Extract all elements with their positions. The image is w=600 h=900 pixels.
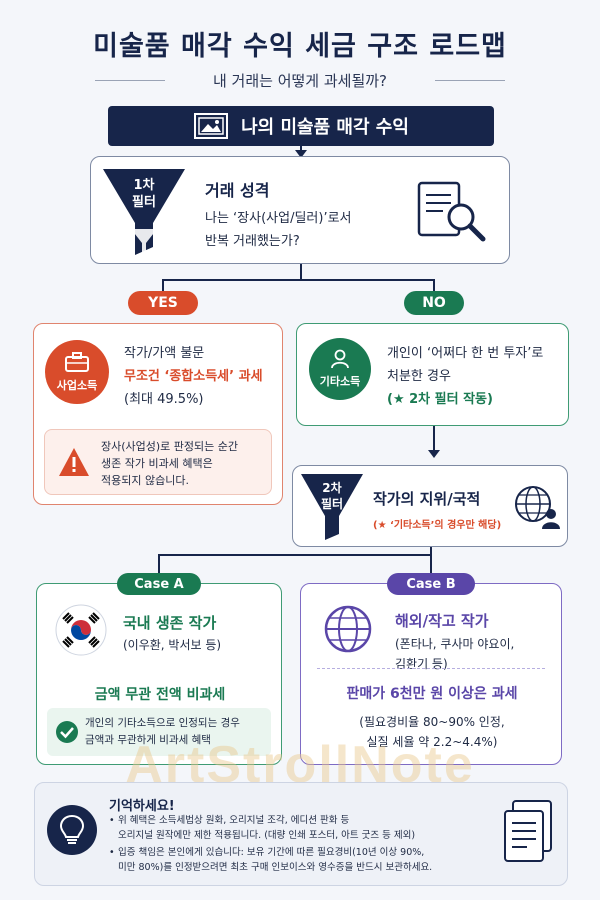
filter2-badge-line2: 필터 <box>320 497 344 511</box>
business-income-line1: 작가/가액 불문 <box>124 346 205 361</box>
filter2-badge: 2차 필터 <box>306 480 358 512</box>
case-b-examples-line2: 김환기 등) <box>395 657 448 671</box>
connector <box>300 146 302 152</box>
business-income-text: 작가/가액 불문 무조건 ‘종합소득세’ 과세 (최대 49.5%) <box>124 342 263 411</box>
filter1-card: 1차 필터 거래 성격 나는 ‘장사(사업/딜러)’로서 반복 거래했는가? <box>90 156 510 264</box>
case-a-title: 국내 생존 작가 <box>123 614 217 632</box>
warning-line3: 적용되지 않습니다. <box>101 474 189 487</box>
other-income-line2: 처분한 경우 <box>387 369 451 384</box>
lightbulb-icon <box>59 814 85 844</box>
filter2-card: 2차 필터 작가의 지위/국적 (★ ‘기타소득’의 경우만 해당) <box>292 465 568 547</box>
reminder-item-2-line2: 미만 80%)를 인정받으려면 최초 구매 인보이스와 영수증을 반드시 보관하… <box>118 862 433 873</box>
business-income-badge: 사업소득 <box>45 340 109 404</box>
filter1-question-line2: 반복 거래했는가? <box>205 234 300 249</box>
filter2-note: (★ ‘기타소득’의 경우만 해당) <box>373 520 502 531</box>
connector <box>158 554 432 556</box>
globe-person-icon <box>515 486 560 529</box>
case-b-detail-line1: (필요경비율 80~90% 인정, <box>359 715 505 729</box>
connector <box>163 279 435 281</box>
case-b-examples: (폰타나, 쿠사마 야요이, 김환기 등) <box>395 634 514 674</box>
case-a-card: 국내 생존 작가 (이우환, 박서보 등) 금액 무관 전액 비과세 개인의 기… <box>36 583 282 765</box>
korea-flag-icon <box>55 604 107 656</box>
reminder-item-2-line1: 입증 책임은 본인에게 있습니다: 보유 기간에 따른 필요경비(10년 이상 … <box>118 847 425 858</box>
case-b-divider <box>317 668 545 669</box>
case-a-headline: 금액 무관 전액 비과세 <box>94 687 226 703</box>
page-title: 미술품 매각 수익 세금 구조 로드맵 <box>93 31 507 62</box>
picture-icon <box>194 113 229 139</box>
case-a-note-box: 개인의 기타소득으로 인정되는 경우 금액과 무관하게 비과세 혜택 <box>47 708 271 756</box>
business-income-line3: (최대 49.5%) <box>124 392 204 407</box>
other-income-label: 기타소득 <box>319 375 361 388</box>
reminder-item-1-line2: 오리지널 원작에만 제한 적용됩니다. (대량 인쇄 포스터, 아트 굿즈 등 … <box>118 830 416 841</box>
hero-label: 나의 미술품 매각 수익 <box>241 117 409 138</box>
connector <box>162 279 164 291</box>
filter1-question: 나는 ‘장사(사업/딜러)’로서 반복 거래했는가? <box>205 207 352 253</box>
briefcase-icon <box>65 352 89 372</box>
subtitle-divider-left <box>95 80 165 81</box>
case-b-title: 해외/작고 작가 <box>395 612 489 630</box>
filter1-badge-line2: 필터 <box>132 195 156 210</box>
connector <box>433 279 435 291</box>
connector <box>430 547 432 555</box>
reminder-list: 위 혜택은 소득세법상 원화, 오리지널 조각, 에디션 판화 등 오리지널 원… <box>109 813 489 875</box>
other-income-text: 개인이 ‘어쩌다 한 번 투자’로 처분한 경우 (★ 2차 필터 작동) <box>387 342 543 411</box>
connector <box>433 426 435 452</box>
check-icon <box>56 721 78 743</box>
filter2-title: 작가의 지위/국적 <box>373 490 481 508</box>
other-income-badge: 기타소득 <box>309 338 371 400</box>
subtitle-divider-right <box>435 80 505 81</box>
reminder-item-1-line1: 위 혜택은 소득세법상 원화, 오리지널 조각, 에디션 판화 등 <box>118 815 350 826</box>
case-a-note-line1: 개인의 기타소득으로 인정되는 경우 <box>85 717 240 729</box>
lightbulb-badge <box>47 805 97 855</box>
business-income-card: 사업소득 작가/가액 불문 무조건 ‘종합소득세’ 과세 (최대 49.5%) … <box>33 323 283 505</box>
reminder-title: 기억하세요! <box>109 799 175 814</box>
connector <box>300 264 302 280</box>
funnel-icon <box>103 169 185 255</box>
case-b-headline: 판매가 6천만 원 이상은 과세 <box>346 686 518 702</box>
hero-banner: 나의 미술품 매각 수익 <box>108 106 494 146</box>
warning-line1: 장사(사업성)로 판정되는 순간 <box>101 440 239 453</box>
filter2-badge-line1: 2차 <box>322 481 342 495</box>
warning-box: 장사(사업성)로 판정되는 순간 생존 작가 비과세 혜택은 적용되지 않습니다… <box>44 429 272 495</box>
filter1-badge: 1차 필터 <box>115 177 173 211</box>
case-b-card: 해외/작고 작가 (폰타나, 쿠사마 야요이, 김환기 등) 판매가 6천만 원… <box>300 583 562 765</box>
case-a-note: 개인의 기타소득으로 인정되는 경우 금액과 무관하게 비과세 혜택 <box>85 715 240 749</box>
filter1-title: 거래 성격 <box>205 181 270 200</box>
subtitle-row: 내 거래는 어떻게 과세될까? <box>95 70 505 90</box>
reminder-box: 기억하세요! 위 혜택은 소득세법상 원화, 오리지널 조각, 에디션 판화 등… <box>34 782 568 886</box>
other-income-card: 기타소득 개인이 ‘어쩌다 한 번 투자’로 처분한 경우 (★ 2차 필터 작… <box>296 323 569 426</box>
arrow-down-icon <box>295 150 307 158</box>
page-subtitle: 내 거래는 어떻게 과세될까? <box>212 72 388 90</box>
reminder-item: 입증 책임은 본인에게 있습니다: 보유 기간에 따른 필요경비(10년 이상 … <box>109 845 489 875</box>
document-search-icon <box>417 181 486 242</box>
connector <box>430 554 432 574</box>
yes-badge: YES <box>128 291 198 315</box>
warning-icon <box>59 448 89 476</box>
case-b-detail-line2: 실질 세율 약 2.2~4.4%) <box>366 735 498 749</box>
business-income-label: 사업소득 <box>56 379 98 392</box>
warning-line2: 생존 작가 비과세 혜택은 <box>101 457 213 470</box>
person-icon <box>331 349 349 369</box>
filter1-question-line1: 나는 ‘장사(사업/딜러)’로서 <box>205 211 352 226</box>
reminder-item: 위 혜택은 소득세법상 원화, 오리지널 조각, 에디션 판화 등 오리지널 원… <box>109 813 489 843</box>
other-income-line3: (★ 2차 필터 작동) <box>387 392 493 407</box>
no-badge: NO <box>404 291 464 315</box>
document-icon <box>504 800 552 862</box>
globe-icon <box>324 605 372 653</box>
other-income-line1: 개인이 ‘어쩌다 한 번 투자’로 <box>387 346 544 361</box>
case-a-examples: (이우환, 박서보 등) <box>123 638 222 652</box>
case-a-note-line2: 금액과 무관하게 비과세 혜택 <box>85 734 211 746</box>
warning-text: 장사(사업성)로 판정되는 순간 생존 작가 비과세 혜택은 적용되지 않습니다… <box>101 438 238 489</box>
case-a-badge: Case A <box>117 573 201 595</box>
case-b-badge: Case B <box>387 573 475 595</box>
funnel-icon <box>301 474 363 540</box>
case-b-detail: (필요경비율 80~90% 인정, 실질 세율 약 2.2~4.4%) <box>301 712 563 752</box>
arrow-down-icon <box>428 450 440 458</box>
connector <box>158 554 160 574</box>
case-b-examples-line1: (폰타나, 쿠사마 야요이, <box>395 637 515 651</box>
filter1-badge-line1: 1차 <box>133 178 155 193</box>
business-income-line2: 무조건 ‘종합소득세’ 과세 <box>124 369 263 384</box>
